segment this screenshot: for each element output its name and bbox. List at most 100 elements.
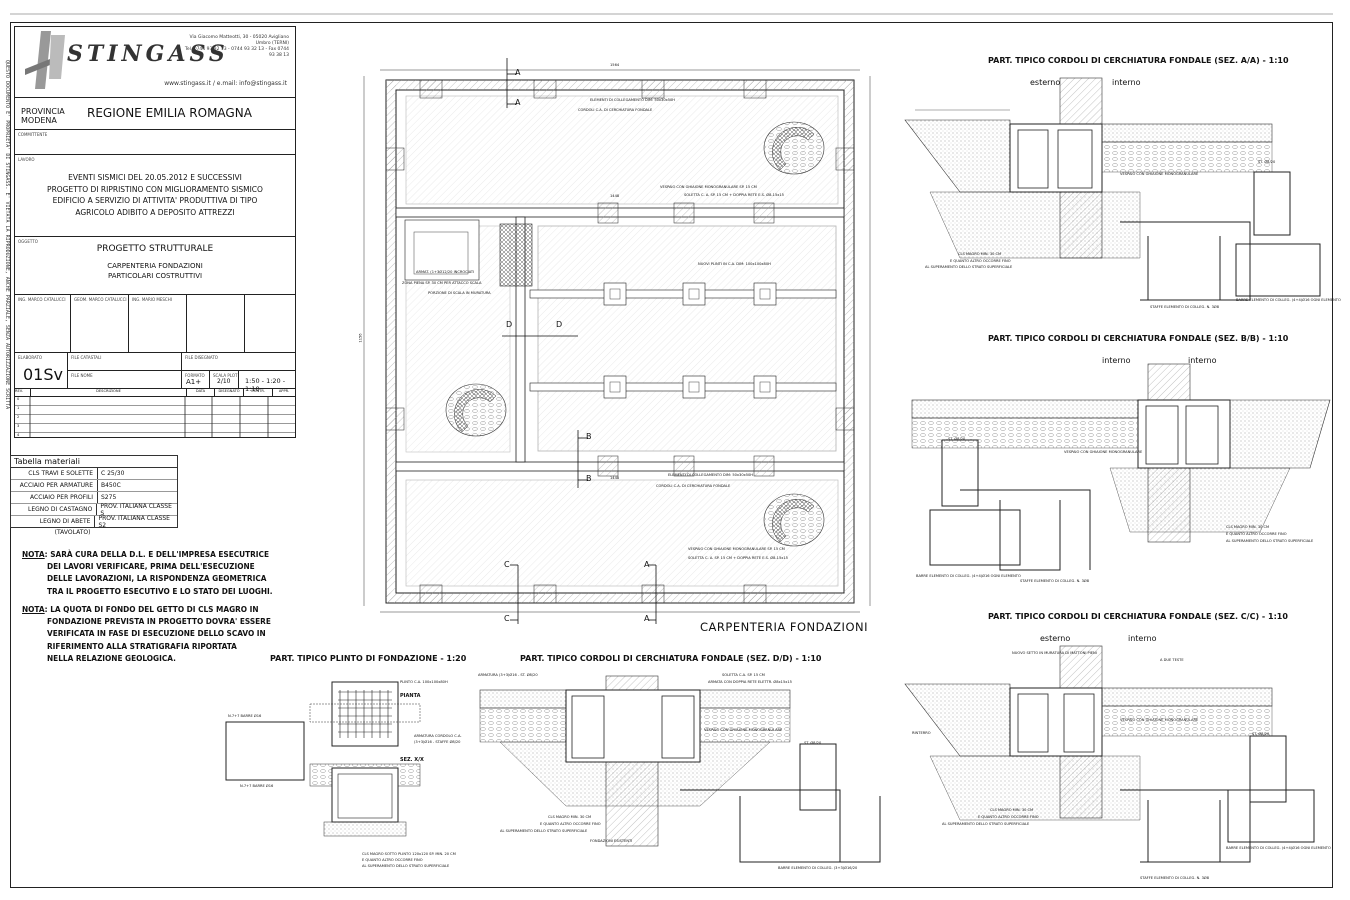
section-mark-d: D [556,320,563,329]
rev-row: 3 [15,424,295,433]
scala-plot-value: 2/10 [217,378,231,385]
label-n77: N.7+7 BARRE Ø16 [228,714,262,718]
label-rinterro: RINTERRO [912,731,931,735]
materials-title: Tabella materiali [11,456,177,468]
label-interno: interno [1128,634,1157,643]
label-barre: BARRE ELEMENTO DI COLLEG. (4+4)Ø16 OGNI … [916,574,1021,578]
label-vespaio: VESPAIO CON GHIAIONE MONOGRANULARE SP. 1… [660,185,757,189]
dim-total: 1564 [610,63,620,67]
detail-dd [479,675,881,863]
rev-col: DISEGNATO [215,389,244,396]
note-line: DELLE LAVORAZIONI, LA RISPONDENZA GEOMET… [47,573,267,584]
rev-row: 1 [15,406,295,415]
lavoro-description: EVENTI SISMICI DEL 20.05.2012 E SUCCESSI… [15,155,295,219]
label-superamento: AL SUPERAMENTO DELLO STRATO SUPERFICIALE [1226,539,1314,543]
oggetto-line: CARPENTERIA FONDAZIONI [107,261,203,270]
lavoro-line: EVENTI SISMICI DEL 20.05.2012 E SUCCESSI… [68,173,242,182]
label-interno: interno [1102,356,1131,365]
committente-row: COMMITTENTE [15,130,295,155]
material-value: B450C [101,482,121,489]
material-value: S275 [101,494,117,501]
label-staffe: STAFFE ELEMENTO DI COLLEG. N. 3Ø8 [1140,876,1209,880]
detail-cc [904,645,1315,863]
province-block: PROVINCIA MODENA [21,107,65,126]
signer-cell: GEOM. MARCO CATALUCCI [71,295,129,352]
note-2: NOTA: LA QUOTA DI FONDO DEL GETTO DI CLS… [22,604,271,663]
material-value: C 25/30 [101,470,125,477]
note-label: NOTA [22,549,45,559]
note-line: NELLA RELAZIONE GEOLOGICA. [47,652,176,663]
section-mark-a: A [644,614,650,623]
rev-col: DATA [187,389,215,396]
region-name: REGIONE EMILIA ROMAGNA [87,106,252,120]
label-cls-magro: CLS MAGRO MIN. 30 CM [990,808,1034,812]
label-st820: ST. Ø8/20 [948,437,966,441]
label-magro-plinto: CLS MAGRO SOTTO PLINTO 120x120 SP. MIN. … [362,852,456,856]
company-web[interactable]: www.stingass.it / e.mail: info@stingass.… [164,80,287,87]
label-collegamento: ELEMENTI DI COLLEGAMENTO DIM: 50x30x50H [668,473,754,477]
label-vespaio: VESPAIO CON GHIAIONE MONOGRANULARE [1120,718,1199,722]
label-staffe: STAFFE ELEMENTO DI COLLEG. N. 3Ø8 [1150,305,1219,309]
label-barre: BARRE ELEMENTO DI COLLEG. (4+4)Ø16 OGNI … [1236,298,1341,302]
elaborato-code: 01Sv [23,365,63,384]
label-cls-magro: CLS MAGRO MIN. 30 CM [1226,525,1270,529]
label-superamento: AL SUPERAMENTO DELLO STRATO SUPERFICIALE [362,864,450,868]
label-plinto-ca: PLINTO C.A. 100x100x80H [400,680,448,684]
label-quanto: E QUANTO ALTRO OCCORRE FINO [362,858,423,862]
section-mark-b: B [586,432,592,441]
label-soletta-dd: SOLETTA C.A. SP. 15 CM [722,673,765,677]
label-armatura-cordolo: ARMATURA CORDOLO C.A. [414,734,462,738]
section-mark-d: D [506,320,513,329]
material-key: LEGNO DI ABETE (TAVOLATO) [11,516,96,536]
note-line: TRA IL PROGETTO ESECUTIVO E LO STATO DEI… [47,585,273,596]
label-due-teste: A DUE TESTE [1160,658,1184,662]
committente-label: COMMITTENTE [18,132,48,137]
section-mark-c: C [504,614,510,623]
label-barre: BARRE ELEMENTO DI COLLEG. (4+4)Ø16 OGNI … [1226,846,1331,850]
company-address: Via Giacomo Matteotti, 30 - 05020 Avigli… [179,35,289,58]
oggetto-title: PROGETTO STRUTTURALE [96,244,214,254]
note-line: SARÀ CURA DELLA D.L. E DELL'IMPRESA ESEC… [50,549,269,559]
label-pianta: PIANTA [400,693,421,699]
phone-line: Tel. 0744 93 32 13 - 0744 93 32 13 - Fax… [184,46,289,58]
dim-inner: 1448 [610,476,620,480]
detail-dd-title: PART. TIPICO CORDOLI DI CERCHIATURA FOND… [520,654,822,663]
dim-inner: 1448 [610,194,620,198]
detail-cc-title: PART. TIPICO CORDOLI DI CERCHIATURA FOND… [988,612,1288,621]
detail-bb [911,363,1331,571]
label-st820: ST. Ø8/20 [1252,732,1270,736]
label-esterno: esterno [1030,78,1061,87]
foundation-plan [363,58,871,624]
label-interno: interno [1112,78,1141,87]
label-superamento: AL SUPERAMENTO DELLO STRATO SUPERFICIALE [942,822,1030,826]
elaborato-row: ELABORATO 01Sv FILE CATASTALI FILE DISEG… [15,353,295,393]
note-line: LA QUOTA DI FONDO DEL GETTO DI CLS MAGRO… [50,604,259,614]
signer-name: ING. MARCO CATALUCCI [18,297,66,302]
scale-value: 1:50 - 1:20 - 1:10 [245,377,286,393]
title-block: STINGASS Via Giacomo Matteotti, 30 - 050… [14,26,296,438]
label-rete-dd: ARMATA CON DOPPIA RETE ELETTR. Ø8x15x15 [708,680,792,684]
dim-height: 1156 [358,333,363,343]
note-1: NOTA: SARÀ CURA DELLA D.L. E DELL'IMPRES… [22,549,273,596]
oggetto-line: PARTICOLARI COSTRUTTIVI [107,272,203,281]
file-info: FILE CATASTALI FILE DISEGNATO FILE NOME … [68,353,295,393]
lavoro-label: LAVORO [18,157,35,162]
revision-header: REV. DESCRIZIONE DATA DISEGNATO CONTR. A… [15,389,295,397]
signer-cell: ING. MARCO CATALUCCI [15,295,71,352]
material-key: ACCIAIO PER ARMATURE [11,480,98,491]
scala-label: SCALA PLOT [213,373,238,378]
elaborato-cell: ELABORATO 01Sv [15,353,68,388]
rev-row: 0 [15,397,295,406]
detail-aa [904,77,1321,301]
lavoro-line: EDIFICIO A SERVIZIO DI ATTIVITA' PRODUTT… [52,196,258,206]
label-quanto: E QUANTO ALTRO OCCORRE FINO [1226,532,1287,536]
label-fondazioni: FONDAZIONI ESISTENTI [590,839,633,843]
oggetto-row: OGGETTO PROGETTO STRUTTURALE CARPENTERIA… [15,237,295,295]
province-label: PROVINCIA [21,107,65,116]
